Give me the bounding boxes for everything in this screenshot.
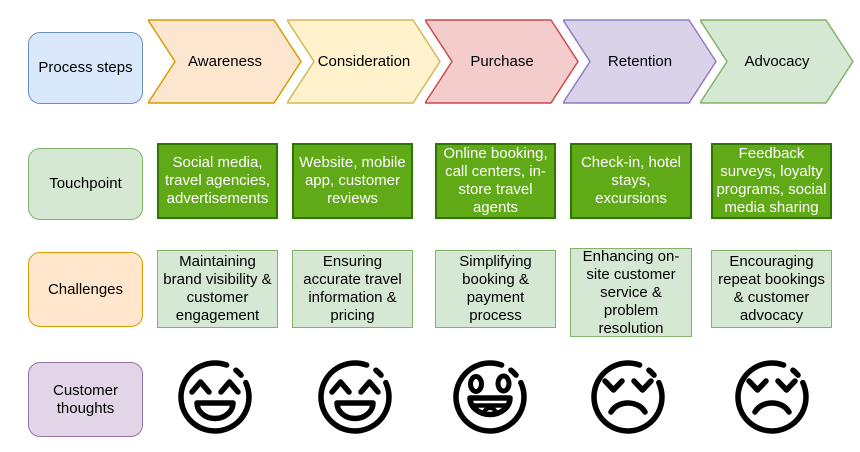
challenge-cell-text: Simplifying booking & payment process xyxy=(459,253,532,324)
challenge-cell-retention: Enhancing on-site customer service & pro… xyxy=(570,248,692,337)
process-stage-label: Consideration xyxy=(317,53,411,70)
process-stage-retention: Retention xyxy=(563,19,717,104)
process-steps-label: Process steps xyxy=(28,32,143,104)
chevron-shape-icon xyxy=(148,19,302,104)
customer-thoughts-label: Customer thoughts xyxy=(28,362,143,437)
challenges-label: Challenges xyxy=(28,252,143,327)
touchpoint-cell-purchase: Online booking, call centers, in-store t… xyxy=(435,143,556,219)
challenge-cell-awareness: Maintaining brand visibility & customer … xyxy=(157,250,278,328)
process-steps-label-text: Process steps xyxy=(38,59,133,76)
challenge-cell-consideration: Ensuring accurate travel information & p… xyxy=(292,250,413,328)
challenge-cell-purchase: Simplifying booking & payment process xyxy=(435,250,556,328)
laughing-face-icon xyxy=(318,360,392,434)
challenge-cell-advocacy: Encouraging repeat bookings & customer a… xyxy=(711,250,832,328)
process-stage-label: Advocacy xyxy=(744,53,810,70)
challenge-cell-text: Enhancing on-site customer service & pro… xyxy=(582,247,680,337)
grinning-face-icon xyxy=(453,360,527,434)
chevron-shape-icon xyxy=(287,19,441,104)
chevron-shape-icon xyxy=(563,19,717,104)
touchpoint-cell-text: Website, mobile app, customer reviews xyxy=(299,154,406,207)
challenges-label-text: Challenges xyxy=(47,280,124,298)
challenge-cell-text: Ensuring accurate travel information & p… xyxy=(303,253,402,324)
touchpoint-cell-text: Check-in, hotel stays, excursions xyxy=(580,154,682,207)
laughing-face-icon xyxy=(178,360,252,434)
process-stage-purchase: Purchase xyxy=(425,19,579,104)
chevron-shape-icon xyxy=(700,19,854,104)
touchpoint-cell-awareness: Social media, travel agencies, advertise… xyxy=(157,143,278,219)
touchpoint-cell-text: Social media, travel agencies, advertise… xyxy=(164,154,271,207)
process-stage-awareness: Awareness xyxy=(148,19,302,104)
process-stage-label: Awareness xyxy=(188,53,262,70)
sad-face-icon xyxy=(591,360,665,434)
process-stage-consideration: Consideration xyxy=(287,19,441,104)
challenge-cell-text: Maintaining brand visibility & customer … xyxy=(163,253,272,324)
touchpoint-cell-consideration: Website, mobile app, customer reviews xyxy=(292,143,413,219)
touchpoint-cell-text: Online booking, call centers, in-store t… xyxy=(443,145,548,216)
chevron-shape-icon xyxy=(425,19,579,104)
process-stage-advocacy: Advocacy xyxy=(700,19,854,104)
touchpoint-cell-advocacy: Feedback surveys, loyalty programs, soci… xyxy=(711,143,832,219)
touchpoint-label-text: Touchpoint xyxy=(49,175,122,192)
touchpoint-cell-retention: Check-in, hotel stays, excursions xyxy=(570,143,692,219)
process-stage-label: Retention xyxy=(607,53,673,70)
customer-thoughts-label-text: Customer thoughts xyxy=(52,381,119,417)
challenge-cell-text: Encouraging repeat bookings & customer a… xyxy=(718,253,825,324)
touchpoint-label: Touchpoint xyxy=(28,148,143,220)
process-stage-label: Purchase xyxy=(470,53,534,70)
touchpoint-cell-text: Feedback surveys, loyalty programs, soci… xyxy=(716,145,827,216)
sad-face-icon xyxy=(735,360,809,434)
